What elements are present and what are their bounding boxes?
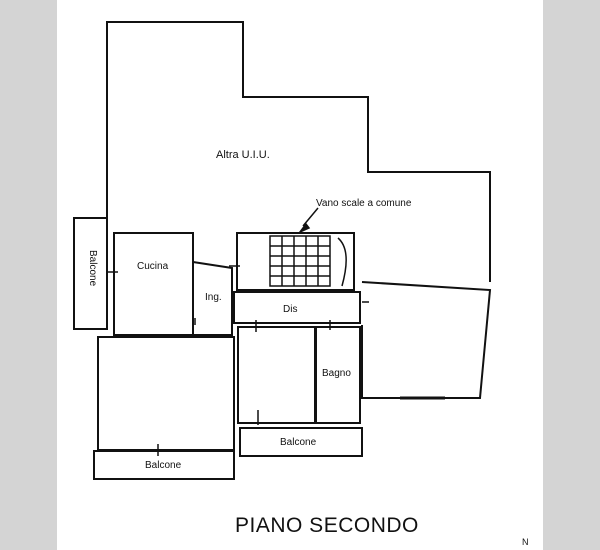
- door-marks: [108, 265, 445, 456]
- balcone-bottom-center-walls: [239, 427, 363, 457]
- vano-scale-label: Vano scale a comune: [316, 198, 412, 209]
- altra-uiu-label: Altra U.I.U.: [216, 149, 270, 161]
- stair-well-walls: [236, 232, 355, 291]
- room-center-walls: [237, 326, 316, 424]
- room-right-walls: [361, 281, 492, 399]
- dis-label: Dis: [283, 304, 298, 315]
- right-margin: [543, 0, 600, 550]
- plan-title: PIANO SECONDO: [235, 514, 419, 537]
- balcone-bottom-left-walls: [93, 450, 235, 480]
- cucina-walls: [113, 232, 194, 336]
- balcone-bottom-left-label: Balcone: [145, 460, 182, 471]
- balcone-bottom-center-label: Balcone: [280, 437, 317, 448]
- cucina-label: Cucina: [137, 261, 169, 272]
- balcone-left-walls: [73, 217, 108, 330]
- stairs: [269, 207, 347, 287]
- floor-plan-sheet: [57, 0, 543, 550]
- altra-uiu-outline: [106, 21, 491, 282]
- room-left-walls: [97, 336, 235, 451]
- ingresso-label: Ing.: [205, 292, 222, 303]
- ingresso-walls: [192, 261, 233, 336]
- bagno-label: Bagno: [322, 368, 351, 379]
- left-margin: [0, 0, 57, 550]
- balcone-left-label: Balcone: [87, 250, 98, 287]
- bagno-walls: [315, 326, 361, 424]
- north-mark: N: [522, 537, 529, 547]
- dis-walls: [233, 291, 361, 324]
